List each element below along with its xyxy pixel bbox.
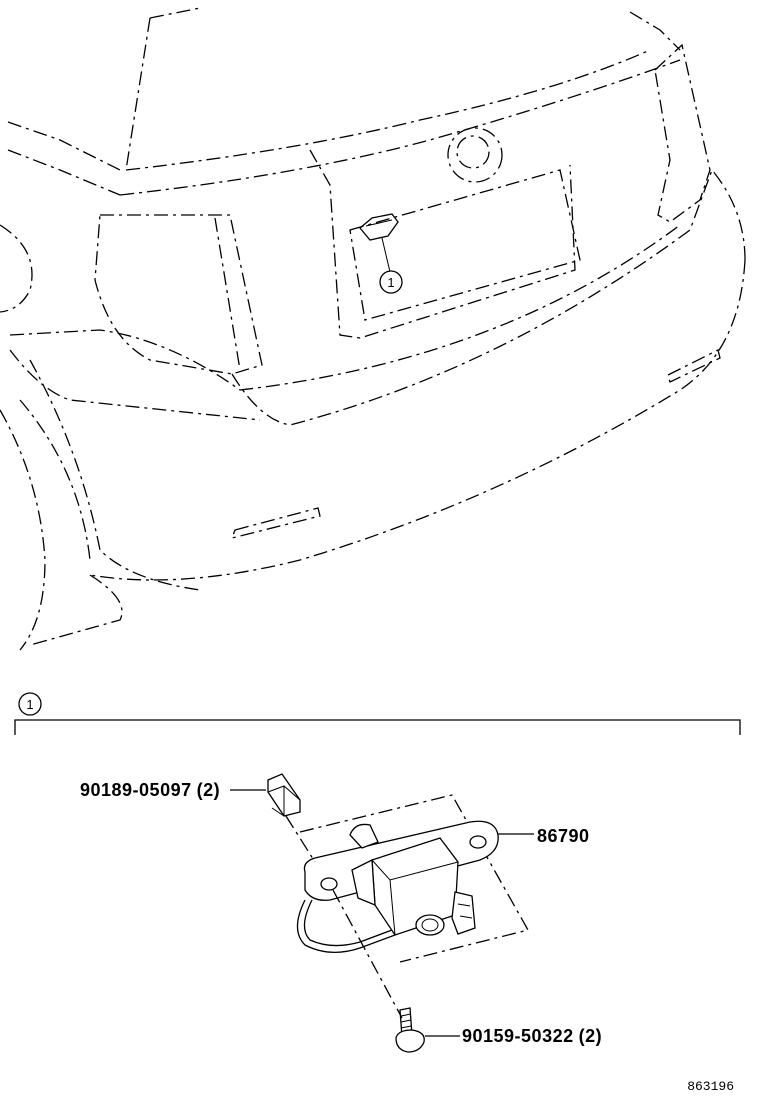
screw-icon: [332, 889, 425, 1053]
rear-camera-assembly-icon: [296, 794, 529, 963]
clip-nut-icon: [267, 773, 301, 817]
part-qty-clip: (2): [197, 780, 221, 800]
section-bracket: [14, 719, 741, 735]
part-label-clip: 90189-05097(2): [80, 780, 220, 800]
vehicle-rear-outline-icon: [0, 7, 746, 651]
part-number-camera: 86790: [537, 826, 590, 846]
part-label-camera: 86790: [537, 826, 590, 846]
illustration-code: 863196: [687, 1079, 734, 1094]
location-callout-number: 1: [387, 275, 394, 290]
section-callout-number: 1: [26, 697, 33, 712]
part-qty-screw: (2): [579, 1026, 603, 1046]
part-label-screw: 90159-50322(2): [462, 1026, 602, 1046]
part-number-clip: 90189-05097: [80, 780, 192, 800]
part-number-screw: 90159-50322: [462, 1026, 574, 1046]
